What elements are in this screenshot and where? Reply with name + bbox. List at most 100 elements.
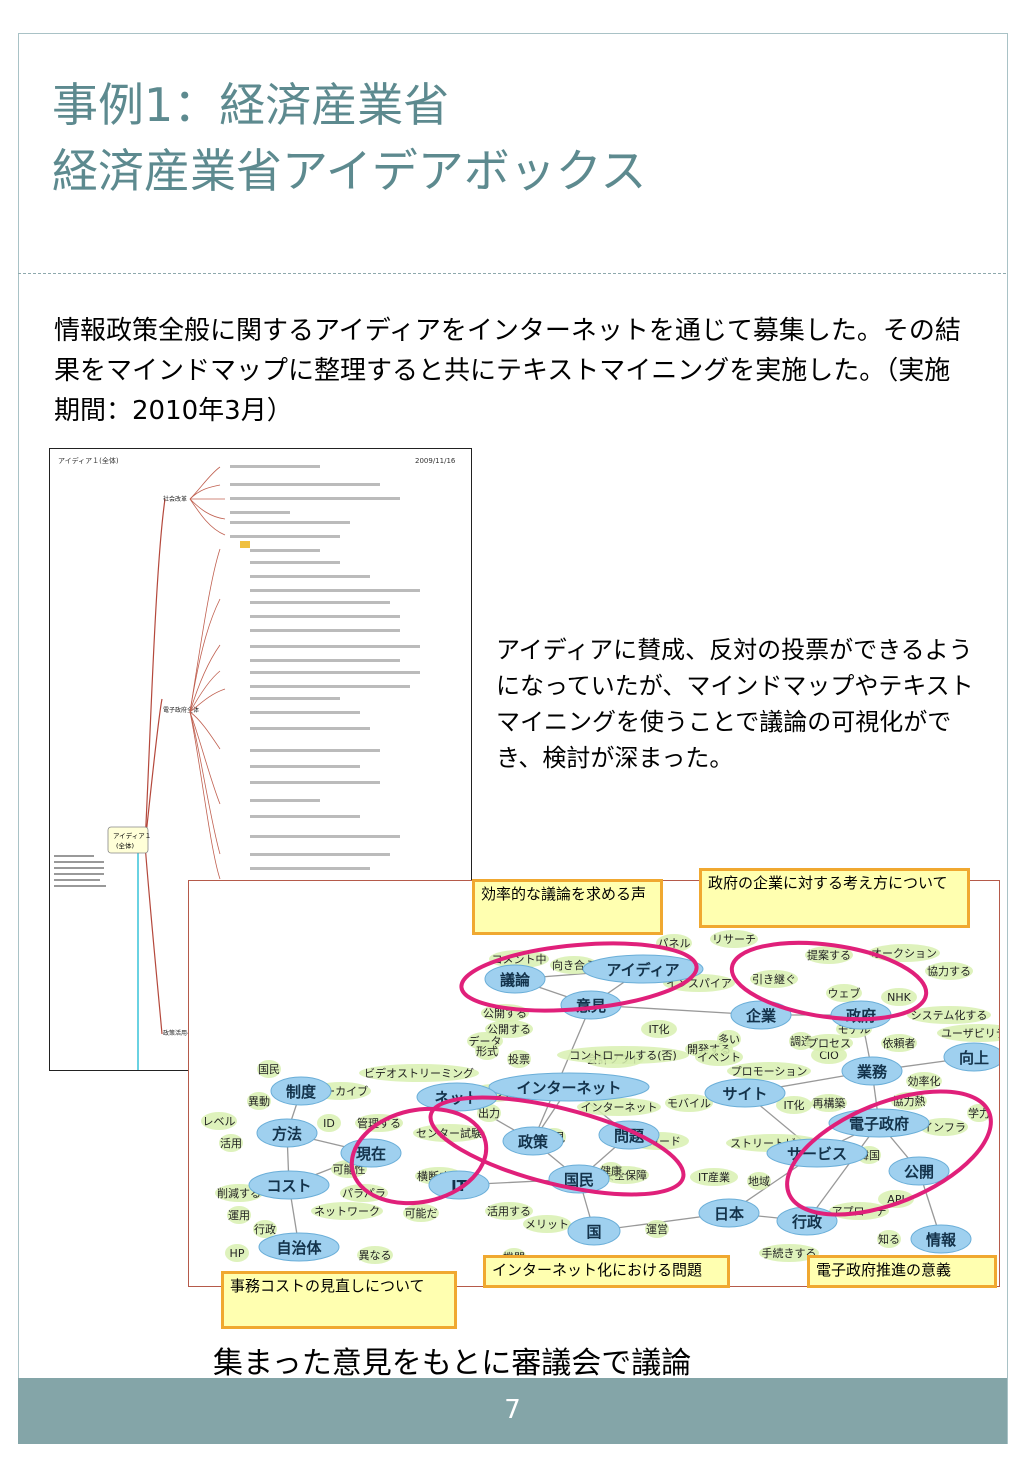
word-label: CIO (819, 1049, 839, 1062)
word-label: プロセス (807, 1037, 851, 1050)
word-label: 効率化 (908, 1074, 941, 1088)
word-bubble (523, 1215, 571, 1233)
network-node-label: 行政 (791, 1213, 823, 1231)
word-bubble (247, 1092, 271, 1110)
network-node-label: 情報 (926, 1231, 957, 1249)
word-label: 手続きする (762, 1246, 817, 1260)
word-bubble (805, 1034, 853, 1052)
network-node-label: 公開 (904, 1163, 934, 1181)
word-bubble (257, 1060, 281, 1078)
network-node (888, 1156, 950, 1186)
word-bubble (805, 946, 853, 964)
word-bubble (906, 1072, 942, 1090)
word-label: 行政 (254, 1222, 276, 1236)
word-label: HP (230, 1247, 245, 1260)
word-label: 出力 (478, 1106, 500, 1120)
word-bubble (811, 1094, 847, 1112)
word-bubble (645, 1220, 669, 1238)
callout-e-government: 電子政府推進の意義 (807, 1255, 997, 1288)
highlight-ellipses (349, 940, 993, 1217)
network-node-label: 政府 (846, 1007, 876, 1025)
word-bubble (225, 1244, 249, 1262)
word-bubble (485, 1020, 533, 1038)
callout-government-business: 政府の企業に対する考え方について (699, 868, 970, 928)
title-separator (18, 273, 1006, 274)
word-bubble (489, 950, 549, 968)
word-bubble (317, 1114, 341, 1132)
word-label: 異なる (359, 1249, 392, 1262)
word-label: 協力する (927, 965, 971, 978)
word-bubble (557, 1046, 689, 1064)
word-label: 削減する (217, 1186, 261, 1200)
word-bubble (253, 1220, 277, 1238)
callout-internet-problems: インターネット化における問題 (483, 1255, 730, 1288)
word-bubble (641, 1020, 677, 1038)
mindmap-root-line-1: アイディア１ (113, 831, 151, 840)
network-node-label: 方法 (272, 1125, 302, 1143)
network-node-label: 議論 (500, 971, 531, 989)
summary-note: アイディアに賛成、反対の投票ができるようになっていたが、マインドマップやテキスト… (496, 636, 974, 772)
word-bubble (357, 1246, 393, 1264)
highlight-ellipse (785, 1089, 993, 1217)
word-bubble (359, 1064, 479, 1082)
word-bubble (881, 1034, 917, 1052)
word-label: NHK (887, 991, 912, 1004)
word-label: 国民 (258, 1063, 280, 1076)
word-label: 引き継ぐ (752, 972, 796, 986)
mindmap-header-title: アイディア１(全体) (58, 456, 119, 465)
footer-bar: 7 (18, 1378, 1007, 1444)
word-label: モバイル (667, 1097, 711, 1110)
word-bubble (881, 988, 917, 1006)
title-line-2: 経済産業省アイデアボックス (52, 144, 647, 198)
mindmap-branch-0: 社会改革 (163, 495, 187, 503)
word-label: 依頼者 (883, 1037, 916, 1050)
word-bubble (227, 1206, 251, 1224)
network-node (502, 1126, 564, 1156)
network-node (256, 1118, 318, 1148)
word-label: 形式 (476, 1045, 498, 1058)
network-node-label: 企業 (745, 1007, 777, 1025)
word-label: 運営 (646, 1222, 668, 1236)
highlight-ellipse (349, 1106, 489, 1206)
callout-admin-cost: 事務コストの見直しについて (221, 1271, 457, 1329)
word-bubble (201, 1112, 237, 1130)
title-line-1: 事例1：経済産業省 (52, 78, 450, 132)
word-label: インスパイア (666, 977, 732, 990)
word-bubble (413, 1124, 485, 1142)
network-node-label: 制度 (286, 1083, 317, 1101)
word-label: ネットワーク (314, 1205, 380, 1218)
word-bubble (776, 1096, 812, 1114)
word-bubble (877, 1230, 901, 1248)
highlight-ellipse (459, 941, 699, 1013)
word-label: 提案する (807, 948, 851, 962)
word-label: メリット (525, 1218, 569, 1231)
word-bubble (920, 1118, 968, 1136)
word-label: IT化 (784, 1098, 805, 1112)
word-label: ウェブ (828, 986, 861, 1000)
network-node-label: 現在 (356, 1145, 386, 1163)
network-node (567, 1216, 621, 1246)
page-number: 7 (504, 1395, 521, 1425)
network-node (943, 1042, 999, 1072)
word-label: オークション (871, 947, 937, 960)
word-label: 知る (878, 1232, 900, 1246)
word-label: センター試験 (416, 1126, 482, 1140)
network-node-label: 問題 (614, 1127, 645, 1145)
network-node-label: 日本 (714, 1205, 744, 1223)
bottom-caption: 集まった意見をもとに審議会で議論 (213, 1346, 692, 1381)
word-label: コントロールする(否) (569, 1049, 677, 1062)
word-bubble (747, 1172, 771, 1190)
word-label: 運用 (228, 1209, 250, 1222)
word-label: ID (323, 1117, 335, 1130)
mindmap-header-date: 2009/11/16 (415, 457, 456, 465)
network-node-label: コスト (266, 1177, 311, 1195)
network-node-label: アイディア (606, 961, 679, 979)
mindmap-branch-1: 電子政府全体 (163, 706, 199, 714)
word-label: 学力 (968, 1106, 990, 1120)
word-label: インターネット (581, 1101, 658, 1114)
word-bubble (826, 984, 862, 1002)
network-node-label: 業務 (856, 1063, 888, 1081)
word-bubble (710, 930, 758, 948)
